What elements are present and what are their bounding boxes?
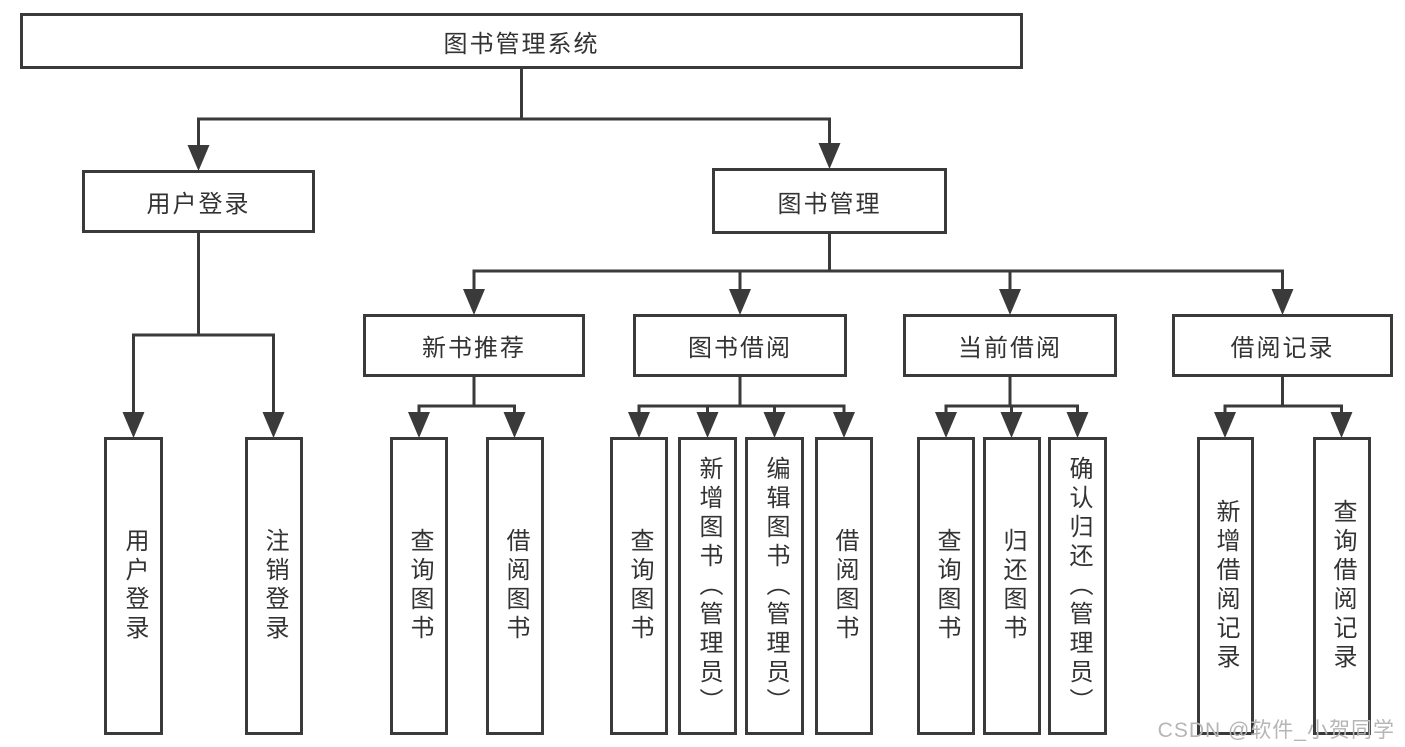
connector-userlogin-to-leaves: [122, 233, 285, 438]
arrow-head: [729, 289, 751, 315]
node-leaf-nb-borrow-books: 借阅图书: [486, 437, 544, 735]
node-book-borrow: 图书借阅: [633, 314, 847, 377]
node-current-borrow: 当前借阅: [903, 314, 1117, 377]
node-new-book-rec: 新书推荐: [363, 314, 585, 377]
arrow-head: [122, 412, 145, 438]
node-leaf-cb-confirm-return-admin: 确认归还（管理员）: [1048, 437, 1107, 735]
node-leaf-bb-borrow-books: 借阅图书: [815, 437, 873, 735]
arrow-head: [1271, 289, 1294, 315]
node-leaf-br-add-record: 新增借阅记录: [1197, 437, 1254, 735]
node-root: 图书管理系统: [20, 13, 1023, 69]
arrow-head: [763, 412, 786, 438]
arrow-head: [1000, 412, 1023, 438]
arrow-head: [463, 289, 485, 315]
node-book-mgmt: 图书管理: [712, 168, 947, 234]
arrow-head: [262, 412, 285, 438]
arrow-head: [1214, 412, 1236, 438]
node-leaf-bb-add-books-admin: 新增图书（管理员）: [678, 437, 737, 735]
node-leaf-bb-edit-books-admin: 编辑图书（管理员）: [745, 437, 804, 735]
watermark: CSDN @软件_小贺同学: [1157, 719, 1395, 742]
arrow-head: [187, 145, 210, 171]
arrow-head: [999, 289, 1021, 315]
node-leaf-br-query-record: 查询借阅记录: [1313, 437, 1371, 735]
connector-borrowrecord-to-leaves: [1214, 377, 1353, 438]
arrow-head: [1066, 412, 1089, 438]
node-leaf-user-login: 用户登录: [104, 437, 163, 735]
arrow-head: [935, 412, 957, 438]
node-leaf-logout: 注销登录: [245, 437, 303, 735]
arrow-head: [408, 412, 430, 438]
node-leaf-bb-query-books: 查询图书: [610, 437, 668, 735]
arrow-head: [628, 412, 650, 438]
connector-currentborrow-to-leaves: [935, 377, 1089, 438]
arrow-head: [818, 143, 841, 169]
node-user-login: 用户登录: [82, 170, 315, 233]
connector-root-to-level2: [187, 69, 841, 171]
arrow-head: [1330, 412, 1353, 438]
node-leaf-cb-return-books: 归还图书: [983, 437, 1041, 735]
connector-newbookrec-to-leaves: [408, 377, 526, 438]
arrow-head: [696, 412, 719, 438]
arrow-head: [833, 412, 855, 438]
node-borrow-record: 借阅记录: [1172, 314, 1393, 377]
node-leaf-cb-query-books: 查询图书: [917, 437, 975, 735]
connector-bookborrow-to-leaves: [628, 377, 855, 438]
arrow-head: [503, 412, 526, 438]
node-leaf-nb-query-books: 查询图书: [390, 437, 448, 735]
connector-bookmgmt-to-level3: [463, 234, 1294, 315]
